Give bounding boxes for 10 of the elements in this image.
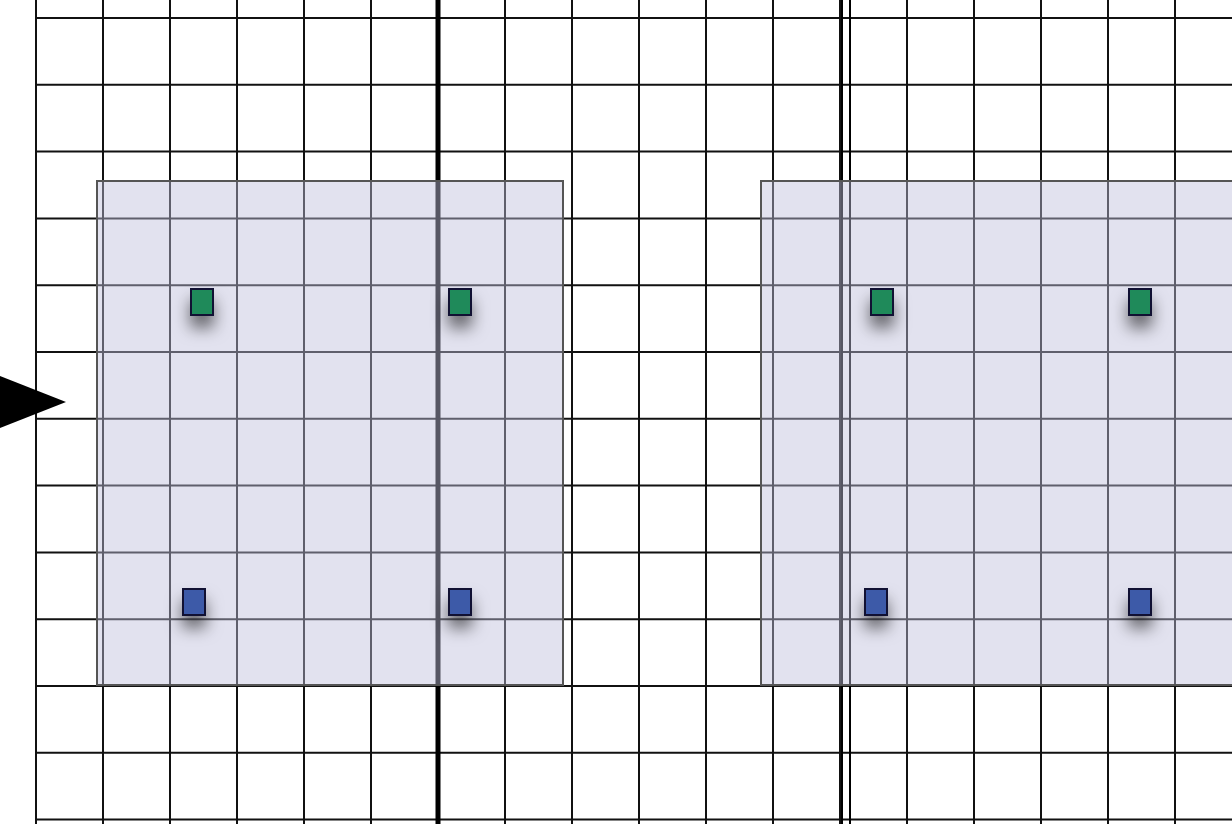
marker-square: [190, 288, 214, 316]
shaded-region: [96, 180, 564, 686]
marker-square: [870, 288, 894, 316]
marker-square: [182, 588, 206, 616]
marker-square: [448, 588, 472, 616]
marker-square: [1128, 288, 1152, 316]
shaded-region: [760, 180, 1232, 686]
marker-square: [1128, 588, 1152, 616]
marker-square: [864, 588, 888, 616]
marker-square: [448, 288, 472, 316]
